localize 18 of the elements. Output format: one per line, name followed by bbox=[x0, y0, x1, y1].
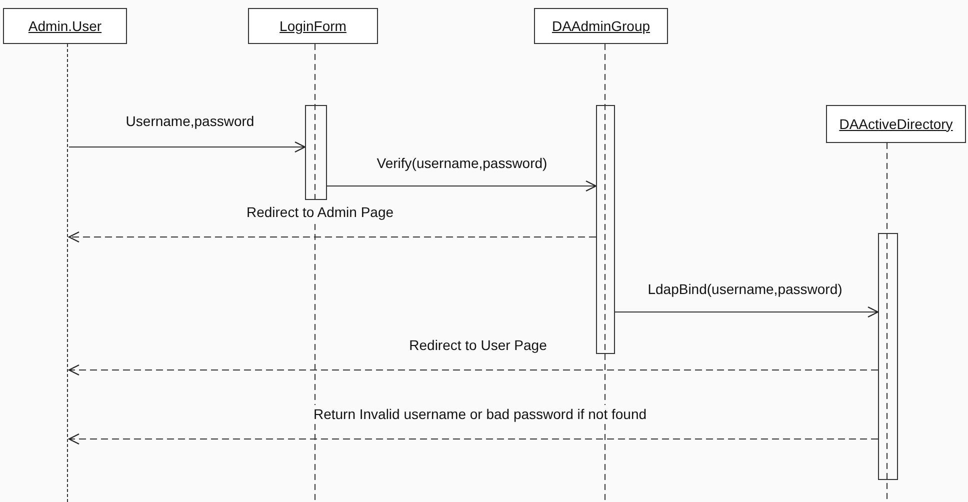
message-arrow bbox=[68, 364, 878, 376]
activation-bar bbox=[305, 105, 327, 200]
message-arrow bbox=[326, 180, 597, 192]
message-arrow bbox=[68, 141, 306, 153]
object-name: DAAdminGroup bbox=[552, 16, 650, 36]
message-arrow bbox=[68, 231, 596, 243]
object-name: Admin.User bbox=[28, 16, 102, 36]
activation-bar bbox=[878, 233, 898, 480]
object-name: LoginForm bbox=[280, 16, 346, 36]
message-arrow bbox=[68, 433, 878, 445]
lifeline bbox=[67, 44, 69, 502]
message-arrow bbox=[614, 306, 879, 318]
object-box bbox=[248, 8, 378, 44]
object-box bbox=[534, 8, 668, 44]
object-box bbox=[3, 8, 127, 44]
object-name: DAActiveDirectory bbox=[839, 114, 953, 134]
object-box bbox=[826, 105, 966, 143]
activation-bar bbox=[596, 105, 615, 354]
